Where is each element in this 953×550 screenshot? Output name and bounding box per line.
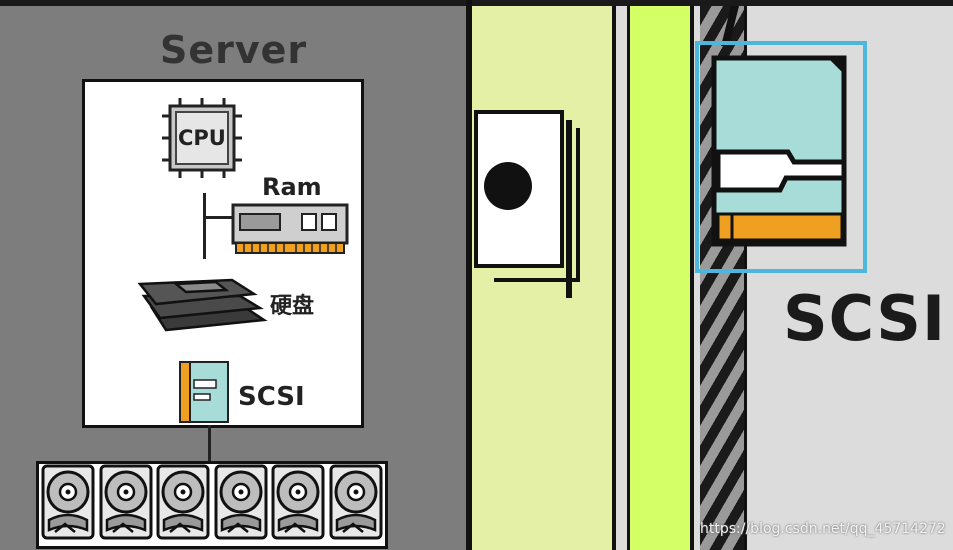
disk-drive-icon — [329, 464, 382, 540]
bus-line-vertical — [203, 193, 206, 259]
watermark: https://blog.csdn.net/qq_45714272 — [700, 521, 946, 537]
bracket-edge — [566, 120, 572, 298]
disk-drive-icon — [99, 464, 152, 540]
cpu-chip-icon — [162, 98, 242, 178]
scsi-highlight-box — [695, 41, 867, 273]
disk-drive-icon — [214, 464, 267, 540]
bus-line-scsi — [208, 425, 211, 465]
light-green-card — [472, 6, 616, 550]
server-title: Server — [160, 28, 308, 72]
top-bar — [0, 0, 953, 6]
disk-label: 硬盘 — [270, 294, 315, 319]
scsi-card-icon — [179, 361, 229, 423]
zoomed-scsi-panel — [472, 6, 953, 550]
ram-label: Ram — [262, 173, 322, 201]
scsi-label: SCSI — [238, 382, 305, 412]
disk-drive-icon — [156, 464, 210, 540]
server-diagram-panel: Server CPU Ram — [0, 6, 466, 550]
disk-drive-icon — [271, 464, 325, 540]
cpu-label: CPU — [178, 126, 226, 150]
bracket-hole — [484, 162, 532, 210]
panel-divider — [466, 0, 472, 550]
green-rail — [627, 6, 694, 550]
bus-line-ram — [203, 216, 233, 219]
scsi-card-zoomed-icon — [711, 55, 847, 247]
hard-disk-stack-icon — [137, 278, 268, 332]
scsi-title: SCSI — [783, 282, 947, 355]
disk-drive-icon — [41, 464, 95, 540]
ram-stick-icon — [231, 203, 349, 254]
